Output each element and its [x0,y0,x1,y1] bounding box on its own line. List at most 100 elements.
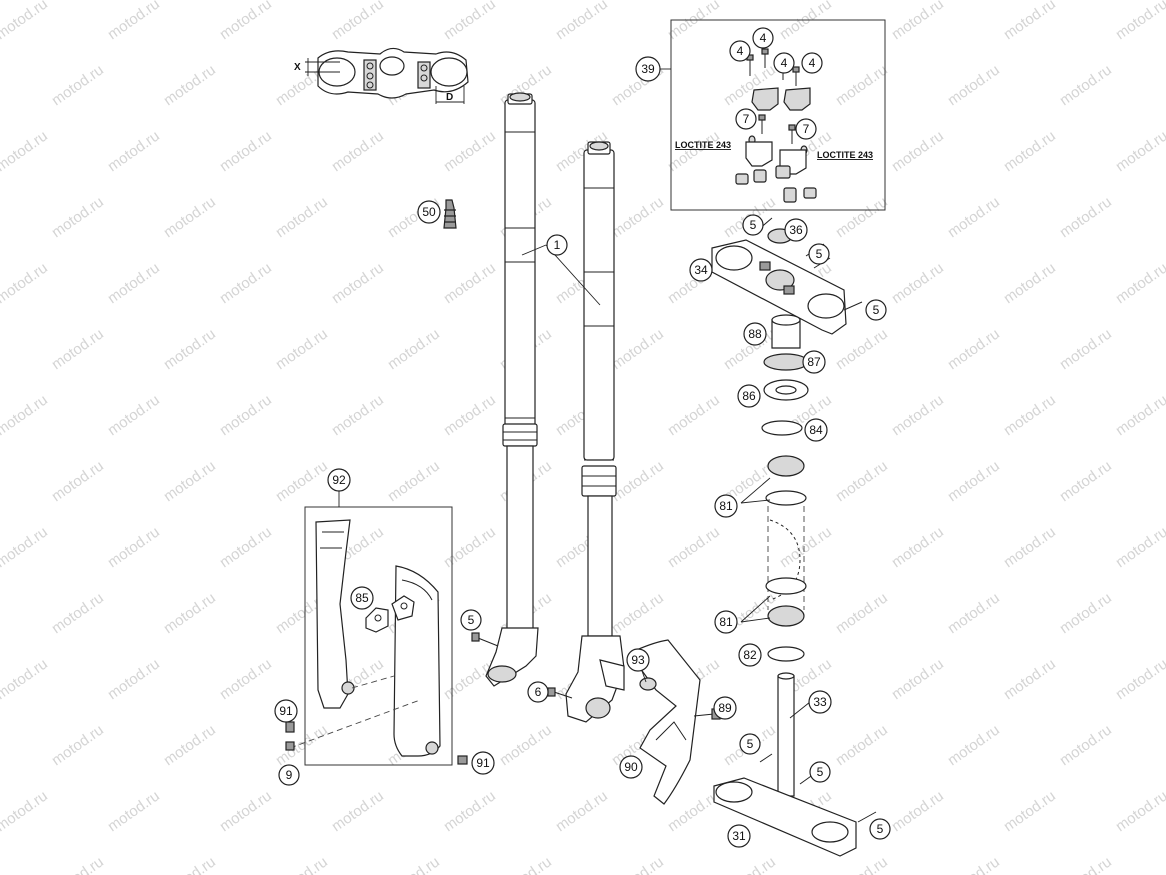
watermark-text: motod.ru [777,523,835,571]
svg-text:84: 84 [809,423,823,437]
loctite-note-right: LOCTITE 243 [817,150,873,160]
watermark-text: motod.ru [217,0,275,43]
watermark-text: motod.ru [161,325,219,373]
watermark-text: motod.ru [609,853,667,875]
watermark-text: motod.ru [945,193,1003,241]
watermark-text: motod.ru [161,589,219,637]
watermark-text: motod.ru [0,127,51,175]
watermark-text: motod.ru [329,259,387,307]
svg-text:7: 7 [743,112,750,126]
watermark-text: motod.ru [665,523,723,571]
watermark-text: motod.ru [833,61,891,109]
watermark-text: motod.ru [1057,589,1115,637]
watermark-text: motod.ru [441,259,499,307]
watermark-text: motod.ru [833,721,891,769]
dimension-d-label: D [446,92,453,103]
callout-5a: 5 [742,214,764,236]
watermark-text: motod.ru [1001,523,1059,571]
watermark-text: motod.ru [217,655,275,703]
callout-39: 39 [635,56,661,82]
watermark-text: motod.ru [609,457,667,505]
watermark-text: motod.ru [0,787,51,835]
callout-84: 84 [804,418,828,442]
watermark-text: motod.ru [329,391,387,439]
callout-81a: 81 [714,494,738,518]
svg-text:5: 5 [468,613,475,627]
watermark-text: motod.ru [553,0,611,43]
svg-text:91: 91 [279,704,293,718]
svg-text:86: 86 [742,389,756,403]
svg-text:31: 31 [732,829,746,843]
callout-5b: 5 [808,243,830,265]
watermark-text: motod.ru [945,61,1003,109]
callout-90: 90 [619,755,643,779]
callout-31: 31 [727,824,751,848]
svg-text:36: 36 [789,223,803,237]
watermark-text: motod.ru [889,259,947,307]
callout-89: 89 [713,696,737,720]
watermark-text: motod.ru [945,853,1003,875]
callout-91b: 91 [471,751,495,775]
svg-text:93: 93 [631,653,645,667]
watermark-text: motod.ru [609,325,667,373]
watermark-text: motod.ru [1057,721,1115,769]
callout-4a: 4 [729,40,751,62]
callout-6: 6 [527,681,549,703]
watermark-text: motod.ru [1113,0,1166,43]
watermark-text: motod.ru [105,523,163,571]
watermark-text: motod.ru [161,853,219,875]
watermark-text: motod.ru [889,0,947,43]
watermark-text: motod.ru [217,391,275,439]
watermark-text: motod.ru [1057,457,1115,505]
watermark-text: motod.ru [945,721,1003,769]
svg-text:7: 7 [803,122,810,136]
watermark-text: motod.ru [1113,391,1166,439]
watermark-text: motod.ru [385,325,443,373]
callout-81b: 81 [714,610,738,634]
watermark-text: motod.ru [49,589,107,637]
watermark-text: motod.ru [1113,127,1166,175]
watermark-text: motod.ru [105,655,163,703]
watermark-text: motod.ru [1001,0,1059,43]
watermark-text: motod.ru [1001,787,1059,835]
callout-4d: 4 [801,52,823,74]
svg-text:9: 9 [286,768,293,782]
svg-text:5: 5 [750,218,757,232]
watermark-text: motod.ru [1057,325,1115,373]
watermark-text: motod.ru [889,127,947,175]
callout-33: 33 [808,690,832,714]
watermark-text: motod.ru [217,523,275,571]
watermark-text: motod.ru [329,127,387,175]
svg-text:4: 4 [781,56,788,70]
watermark-text: motod.ru [329,787,387,835]
svg-text:90: 90 [624,760,638,774]
watermark-text: motod.ru [1113,523,1166,571]
watermark-text: motod.ru [273,721,331,769]
callout-5e: 5 [809,761,831,783]
watermark-text: motod.ru [49,853,107,875]
callout-88: 88 [743,322,767,346]
fork-leg-left [485,92,539,687]
callout-5g: 5 [460,609,482,631]
callout-4c: 4 [773,52,795,74]
watermark-text: motod.ru [161,61,219,109]
callout-4b: 4 [752,27,774,49]
callout-9: 9 [278,764,300,786]
watermark-text: motod.ru [273,325,331,373]
watermark-text: motod.ru [889,391,947,439]
watermark-text: motod.ru [1113,259,1166,307]
watermark-text: motod.ru [273,457,331,505]
part-50-air-valve [443,199,457,229]
watermark-text: motod.ru [49,457,107,505]
watermark-text: motod.ru [889,787,947,835]
watermark-text: motod.ru [105,787,163,835]
watermark-text: motod.ru [161,457,219,505]
watermark-text: motod.ru [273,193,331,241]
watermark-text: motod.ru [49,193,107,241]
callout-91a: 91 [274,699,298,723]
callout-85: 85 [350,586,374,610]
watermark-text: motod.ru [49,721,107,769]
watermark-text: motod.ru [105,259,163,307]
loctite-note-left: LOCTITE 243 [675,140,731,150]
svg-text:5: 5 [873,303,880,317]
